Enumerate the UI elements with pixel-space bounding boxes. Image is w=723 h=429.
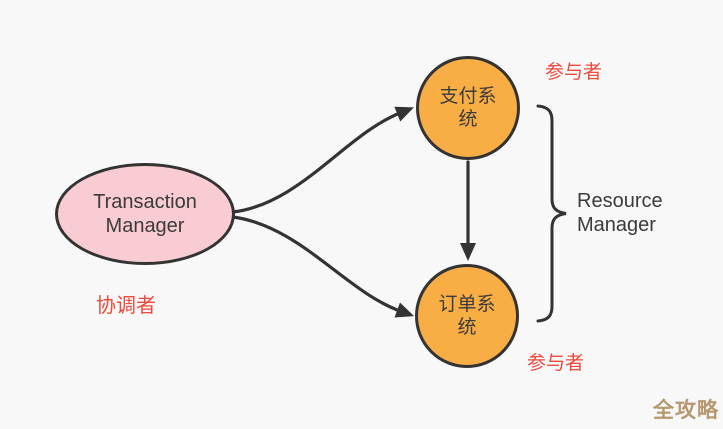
node-transaction-manager-label: Transaction Manager [93,191,197,237]
node-order-system-label: 订单系统 [438,294,496,338]
node-payment-system: 支付系统 [416,56,520,160]
node-payment-system-label: 支付系统 [439,86,497,130]
curly-brace [536,104,567,323]
watermark: 全攻略 [653,399,719,422]
label-participant-top: 参与者 [545,62,603,83]
label-participant-bottom: 参与者 [527,353,585,374]
node-transaction-manager: Transaction Manager [55,163,235,265]
label-resource-manager: Resource Manager [577,190,663,236]
edge-tm-to-order [231,215,415,318]
node-order-system: 订单系统 [415,264,519,368]
label-coordinator: 协调者 [96,295,156,317]
edge-tm-to-payment [231,106,414,214]
